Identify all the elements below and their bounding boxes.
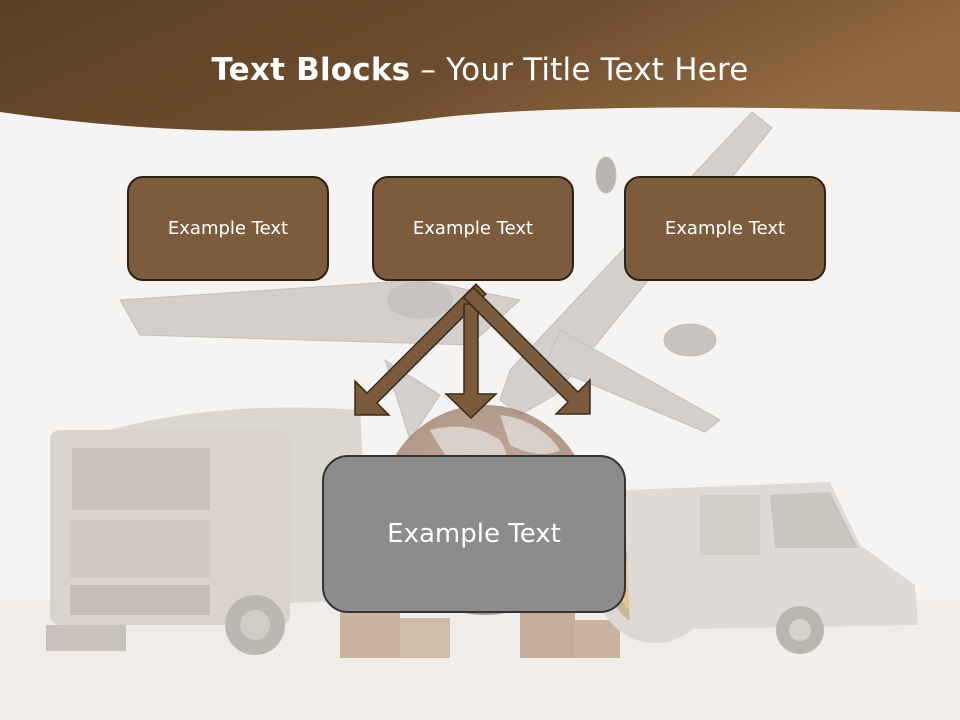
arrow-center-vertical [444, 303, 498, 420]
text-box-right[interactable]: Example Text [624, 176, 826, 281]
slide-title: Text Blocks – Your Title Text Here [0, 52, 960, 88]
title-rest: – Your Title Text Here [420, 52, 749, 88]
truck-illustration [46, 407, 370, 655]
title-bold: Text Blocks [211, 52, 411, 88]
text-box-center[interactable]: Example Text [322, 455, 626, 613]
arrow-right-diagonal [462, 286, 591, 415]
text-box-left-label: Example Text [167, 218, 289, 239]
header-band [0, 0, 960, 131]
text-box-left[interactable]: Example Text [127, 176, 329, 281]
van-illustration [625, 482, 918, 654]
connector-arrows [354, 283, 591, 420]
text-box-right-label: Example Text [664, 218, 786, 239]
text-box-center-label: Example Text [387, 519, 561, 549]
text-box-middle-label: Example Text [412, 218, 534, 239]
text-box-middle[interactable]: Example Text [372, 176, 574, 281]
